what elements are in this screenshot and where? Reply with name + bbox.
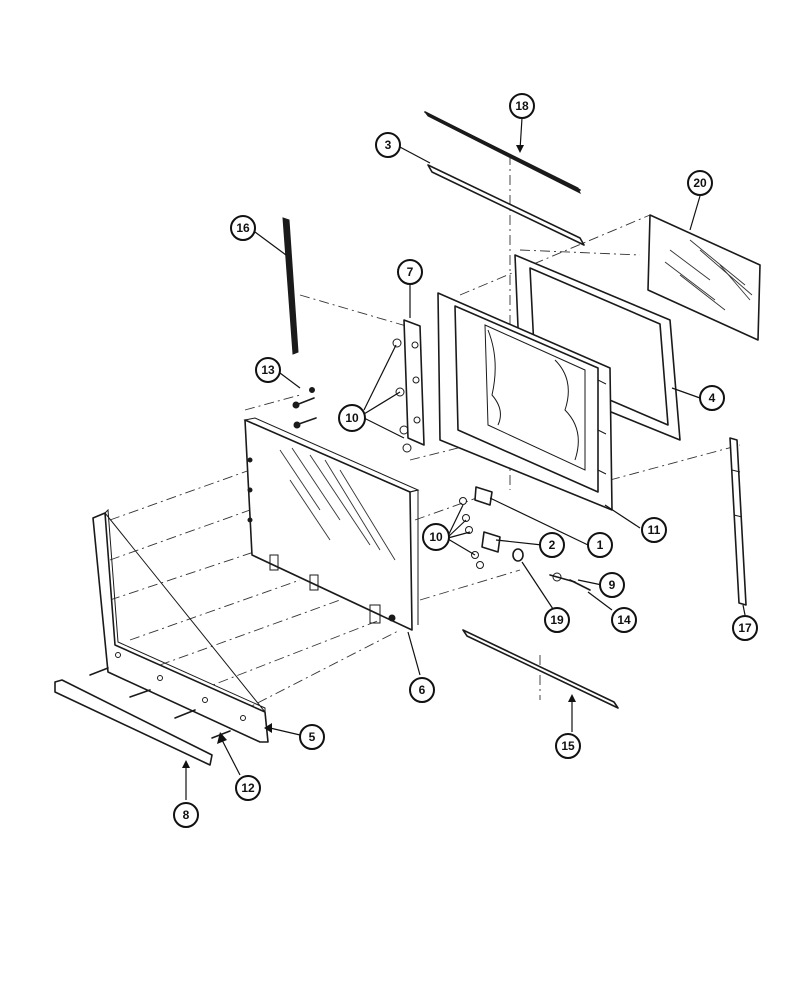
part-3-strip [427,164,585,246]
callout-18: 18 [509,93,535,119]
svg-text:3: 3 [385,138,392,152]
callout-14: 14 [611,607,637,633]
callout-8: 8 [173,802,199,828]
part-5-frame [92,508,269,743]
part-10-lower-screws [459,497,484,569]
part-20-outer-glass [647,214,761,341]
svg-text:7: 7 [407,265,414,279]
callout-20: 20 [687,170,713,196]
part-15-bottom-strip [462,629,619,709]
svg-text:14: 14 [617,613,631,627]
callout-12: 12 [235,775,261,801]
callout-10-lower: 10 [422,523,450,551]
svg-text:17: 17 [738,621,752,635]
callout-13: 13 [255,357,281,383]
alignment-lines [109,155,741,713]
svg-text:13: 13 [261,363,275,377]
part-8-trim [54,679,213,766]
part-11-inner-frame [437,292,613,511]
callout-6: 6 [409,677,435,703]
part-7-bracket [403,319,425,446]
part-6-door-panel [243,417,420,631]
part-19-bushing [512,548,524,562]
callout-9: 9 [599,572,625,598]
svg-text:10: 10 [345,411,359,425]
part-16-left-strip [282,217,299,355]
svg-text:19: 19 [550,613,564,627]
callout-17: 17 [732,615,758,641]
svg-text:6: 6 [419,683,426,697]
part-10-upper-screws [392,338,412,453]
callout-2: 2 [539,532,565,558]
svg-text:2: 2 [549,538,556,552]
callout-7: 7 [397,259,423,285]
svg-text:4: 4 [709,391,716,405]
callout-5: 5 [299,724,325,750]
callout-4: 4 [699,385,725,411]
part-17-right-strip [729,437,747,606]
svg-text:20: 20 [693,176,707,190]
svg-text:11: 11 [648,523,661,537]
callout-15: 15 [555,733,581,759]
svg-text:1: 1 [597,538,604,552]
callout-19: 19 [544,607,570,633]
svg-text:16: 16 [236,221,250,235]
svg-text:18: 18 [515,99,529,113]
svg-text:10: 10 [429,530,443,544]
svg-text:9: 9 [609,578,616,592]
callout-16: 16 [230,215,256,241]
callout-11: 11 [641,517,667,543]
leader-lines [182,117,746,800]
svg-text:8: 8 [183,808,190,822]
svg-text:15: 15 [561,739,575,753]
part-13-screws [292,387,317,429]
part-14-screw [569,579,591,591]
part-18-top-trim [424,111,581,195]
part-2-latch-plate [481,531,501,553]
svg-text:5: 5 [309,730,316,744]
callout-10-upper: 10 [338,404,366,432]
svg-text:12: 12 [241,781,255,795]
callout-3: 3 [375,132,401,158]
callout-1: 1 [587,532,613,558]
part-1-latch-plate [474,486,493,506]
